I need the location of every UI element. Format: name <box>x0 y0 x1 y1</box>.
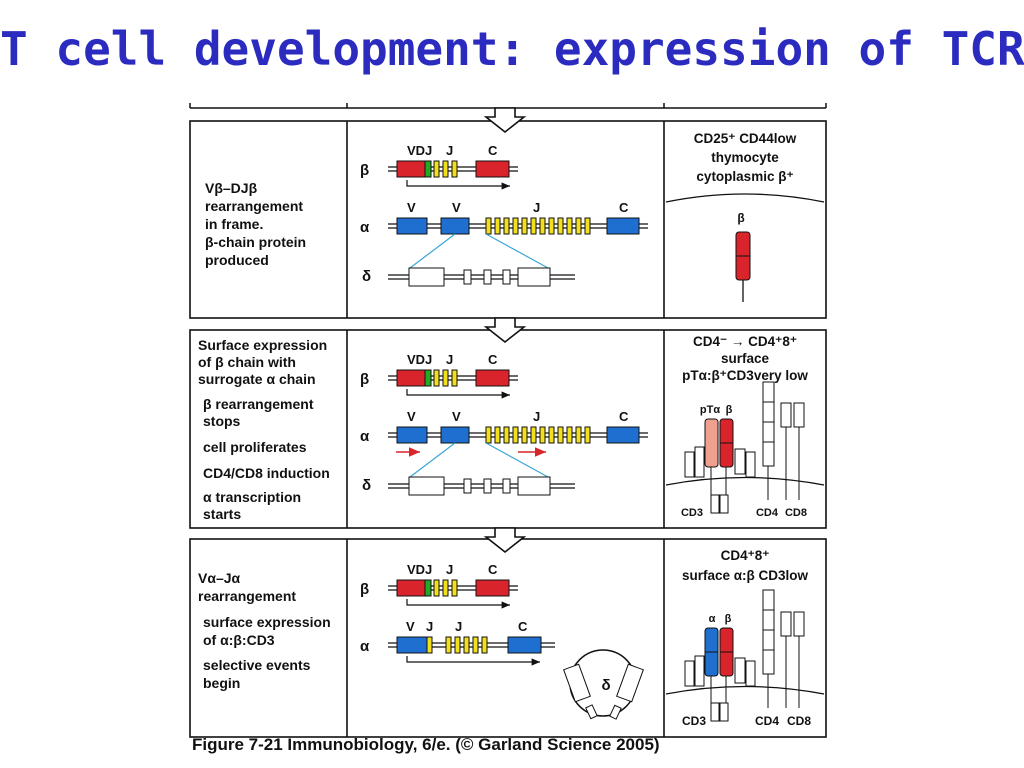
svg-text:C: C <box>488 562 498 577</box>
svg-text:cell proliferates: cell proliferates <box>203 439 307 455</box>
svg-text:V: V <box>452 200 461 215</box>
svg-text:selective events: selective events <box>203 657 311 673</box>
p3-receptor-complex: α β CD3 CD4 CD8 <box>665 589 825 728</box>
svg-text:surface: surface <box>721 351 770 366</box>
svg-text:α: α <box>709 613 716 625</box>
svg-text:β rearrangement: β rearrangement <box>203 396 314 412</box>
svg-text:Surface expression: Surface expression <box>198 337 327 353</box>
svg-text:J: J <box>446 143 453 158</box>
svg-text:δ: δ <box>362 268 371 285</box>
svg-text:stops: stops <box>203 413 241 429</box>
svg-text:CD4⁺8⁺: CD4⁺8⁺ <box>721 548 770 563</box>
svg-text:β: β <box>360 371 369 388</box>
svg-text:cytoplasmic β⁺: cytoplasmic β⁺ <box>696 169 793 184</box>
stage-arrow-1 <box>483 107 527 134</box>
svg-text:VDJ: VDJ <box>407 352 432 367</box>
svg-text:CD4⁻ → CD4⁺8⁺: CD4⁻ → CD4⁺8⁺ <box>693 334 797 349</box>
p1-membrane-curve <box>665 193 825 203</box>
svg-text:β: β <box>737 211 744 225</box>
svg-text:begin: begin <box>203 675 240 691</box>
svg-text:CD3: CD3 <box>682 714 706 728</box>
svg-text:β: β <box>726 404 733 416</box>
svg-text:CD8: CD8 <box>785 507 807 519</box>
delta-excision-circle: δ <box>563 649 644 720</box>
svg-text:of β chain with: of β chain with <box>198 354 296 370</box>
svg-text:surrogate α chain: surrogate α chain <box>198 371 316 387</box>
svg-text:β: β <box>725 613 732 625</box>
svg-text:CD25⁺ CD44low: CD25⁺ CD44low <box>694 131 797 146</box>
p1-line: produced <box>205 252 269 268</box>
svg-text:J: J <box>446 352 453 367</box>
panel-2: Surface expression of β chain with surro… <box>189 317 827 529</box>
svg-text:thymocyte: thymocyte <box>711 150 779 165</box>
svg-text:V: V <box>406 619 415 634</box>
p1-delta-locus: δ <box>362 267 575 287</box>
p1-line: Vβ–DJβ <box>205 180 258 196</box>
panel-2-description: Surface expression of β chain with surro… <box>198 337 330 522</box>
svg-text:C: C <box>619 200 629 215</box>
svg-text:pTα: pTα <box>700 404 720 416</box>
panel-1: Vβ–DJβ rearrangement in frame. β-chain p… <box>189 107 827 319</box>
svg-text:J: J <box>426 619 433 634</box>
svg-text:C: C <box>619 409 629 424</box>
svg-text:rearrangement: rearrangement <box>198 588 296 604</box>
svg-text:CD3: CD3 <box>681 507 703 519</box>
svg-text:V: V <box>452 409 461 424</box>
svg-text:surface expression: surface expression <box>203 614 331 630</box>
figure-caption: Figure 7-21 Immunobiology, 6/e. (© Garla… <box>192 735 660 754</box>
svg-text:δ: δ <box>601 677 610 694</box>
p1-beta-locus: β VDJ J C <box>360 143 518 190</box>
svg-text:α transcription: α transcription <box>203 489 301 505</box>
svg-text:α: α <box>360 638 370 655</box>
p2-delta-locus: δ <box>362 476 575 496</box>
panel-1-description: Vβ–DJβ rearrangement in frame. β-chain p… <box>205 180 306 268</box>
svg-text:C: C <box>518 619 528 634</box>
svg-text:VDJ: VDJ <box>407 562 432 577</box>
p2-receptor-complex: pTα β CD3 CD4 CD8 <box>665 381 825 519</box>
p1-line: rearrangement <box>205 198 303 214</box>
svg-text:V: V <box>407 200 416 215</box>
panel-3-description: Vα–Jα rearrangement surface expression o… <box>198 570 331 691</box>
p2-beta-locus: β VDJ J C <box>360 352 518 399</box>
p1-cell-state: CD25⁺ CD44low thymocyte cytoplasmic β⁺ <box>694 131 797 184</box>
svg-text:VDJ: VDJ <box>407 143 432 158</box>
p1-line: in frame. <box>205 216 263 232</box>
p1-alpha-locus: α V V J C <box>360 200 648 269</box>
svg-text:Vβ–DJβ: Vβ–DJβ <box>205 180 258 196</box>
panel-3: Vα–Jα rearrangement surface expression o… <box>189 527 827 738</box>
svg-text:Vα–Jα: Vα–Jα <box>198 570 241 586</box>
svg-text:CD8: CD8 <box>787 714 811 728</box>
svg-text:α: α <box>360 219 370 236</box>
svg-text:J: J <box>533 409 540 424</box>
svg-text:CD4: CD4 <box>756 507 779 519</box>
svg-text:starts: starts <box>203 506 241 522</box>
svg-text:pTα:β⁺CD3very low: pTα:β⁺CD3very low <box>682 368 808 383</box>
p2-alpha-locus: α V V J C <box>360 409 648 478</box>
svg-text:C: C <box>488 352 498 367</box>
p3-beta-locus: β VDJ J C <box>360 562 518 609</box>
svg-text:V: V <box>407 409 416 424</box>
stage-arrow-2 <box>483 317 527 344</box>
svg-text:J: J <box>446 562 453 577</box>
svg-text:δ: δ <box>362 477 371 494</box>
svg-text:C: C <box>488 143 498 158</box>
p2-cell-state: CD4⁻ → CD4⁺8⁺ surface pTα:β⁺CD3very low <box>682 334 808 383</box>
svg-text:β: β <box>360 162 369 179</box>
slide-title: T cell development: expression of TCR <box>0 22 1024 76</box>
stage-arrow-3 <box>483 527 527 554</box>
svg-text:CD4: CD4 <box>755 714 779 728</box>
svg-text:CD4/CD8 induction: CD4/CD8 induction <box>203 465 330 481</box>
svg-text:J: J <box>455 619 462 634</box>
svg-text:surface α:β CD3low: surface α:β CD3low <box>682 568 809 583</box>
svg-text:α: α <box>360 428 370 445</box>
p3-cell-state: CD4⁺8⁺ surface α:β CD3low <box>682 548 809 583</box>
svg-text:of α:β:CD3: of α:β:CD3 <box>203 632 275 648</box>
svg-text:J: J <box>533 200 540 215</box>
p3-alpha-locus: α V J J C <box>360 619 555 666</box>
svg-text:β: β <box>360 581 369 598</box>
p1-line: β-chain protein <box>205 234 306 250</box>
p1-beta-chain: β <box>735 211 751 302</box>
